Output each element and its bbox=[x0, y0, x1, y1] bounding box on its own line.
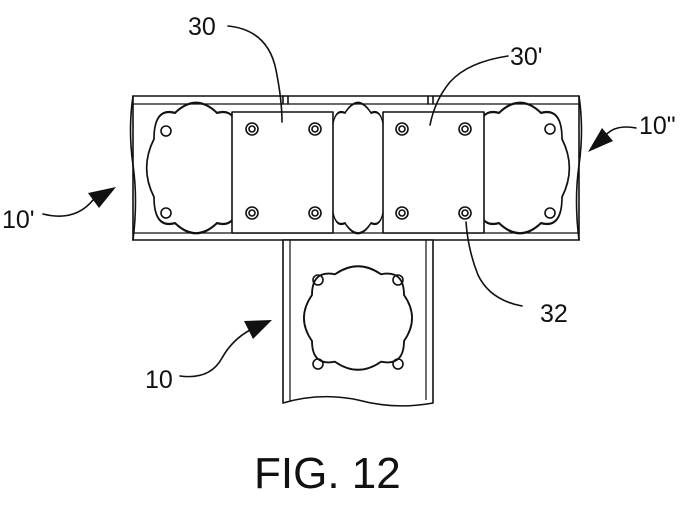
label-10: 10 bbox=[145, 366, 173, 394]
label-30-prime: 30' bbox=[510, 43, 543, 71]
connector-plate-30-prime bbox=[382, 111, 485, 234]
connector-plate-30 bbox=[231, 111, 334, 234]
label-32: 32 bbox=[540, 300, 568, 328]
plate-30-prime-bolts bbox=[395, 122, 472, 220]
label-10-prime: 10' bbox=[2, 206, 35, 234]
arrow-10-prime bbox=[42, 187, 116, 217]
arrow-10-double-prime bbox=[588, 126, 637, 152]
member-bolt-holes bbox=[160, 123, 556, 370]
label-30: 30 bbox=[188, 13, 216, 41]
plate-30-bolts bbox=[245, 122, 322, 220]
horizontal-member bbox=[129, 95, 583, 241]
vertical-member bbox=[282, 239, 434, 407]
leader-lines bbox=[227, 25, 523, 307]
label-10-double-prime: 10" bbox=[639, 112, 676, 140]
figure-caption: FIG. 12 bbox=[254, 449, 401, 498]
arrow-10 bbox=[179, 320, 272, 378]
